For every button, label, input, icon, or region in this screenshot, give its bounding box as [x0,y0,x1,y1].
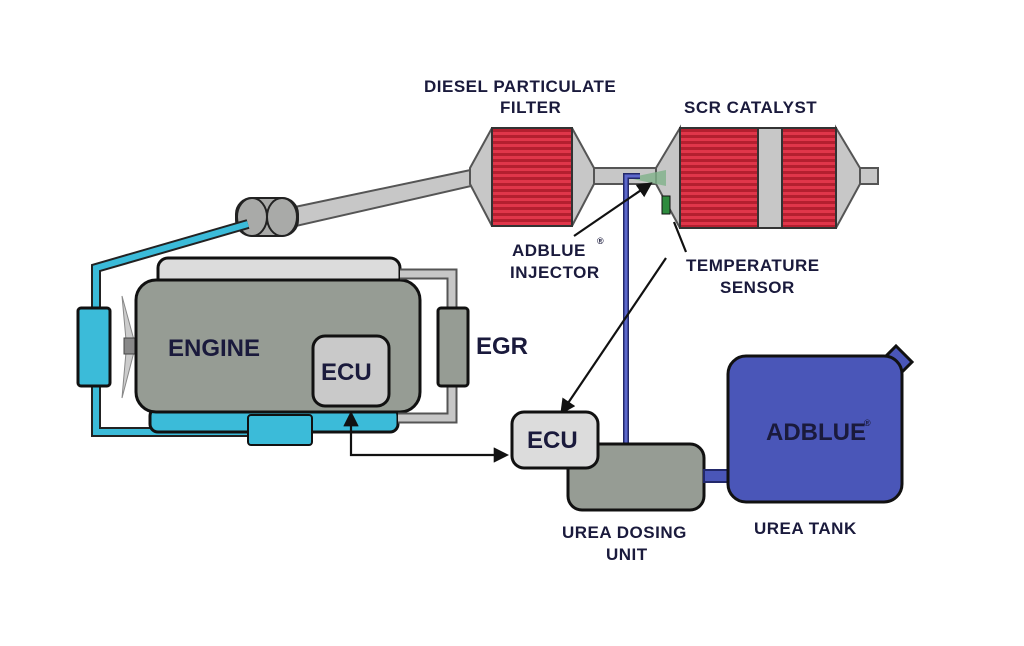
temp-sensor-label-line1: TEMPERATURE [686,256,820,275]
dosing-label-line1: UREA DOSING [562,523,687,542]
engine-label: ENGINE [168,335,260,362]
temperature-sensor [661,195,671,215]
urea-supply-line [623,173,640,446]
injector-label-line1: ADBLUE [512,241,586,260]
dosing-label-line2: UNIT [606,545,648,564]
signal-arrows [343,182,688,463]
egr-label: EGR [476,333,528,360]
tank-name: ADBLUE [766,419,866,446]
radiator [76,306,112,388]
dosing-unit-ecu-label: ECU [527,427,578,454]
tank-feed-line [703,469,731,483]
tank-label: UREA TANK [754,519,857,538]
engine-ecu-label: ECU [321,359,372,386]
injector-registered-mark: ® [597,236,604,246]
engine-ecu [311,334,391,408]
turbocharger [235,197,299,237]
egr-cooler [436,306,470,388]
dosing-unit-ecu [510,410,600,470]
scr-catalyst [655,124,861,229]
diesel-particulate-filter [469,127,595,227]
scr-label: SCR CATALYST [684,98,817,117]
injector-label-line2: INJECTOR [510,263,600,282]
dpf-label-line2: FILTER [500,98,561,117]
urea-tank [726,343,915,504]
adblue-injector [628,170,666,186]
dpf-label-line1: DIESEL PARTICULATE [424,77,616,96]
tank-registered-mark: ® [864,418,871,428]
temp-sensor-label-line2: SENSOR [720,278,795,297]
